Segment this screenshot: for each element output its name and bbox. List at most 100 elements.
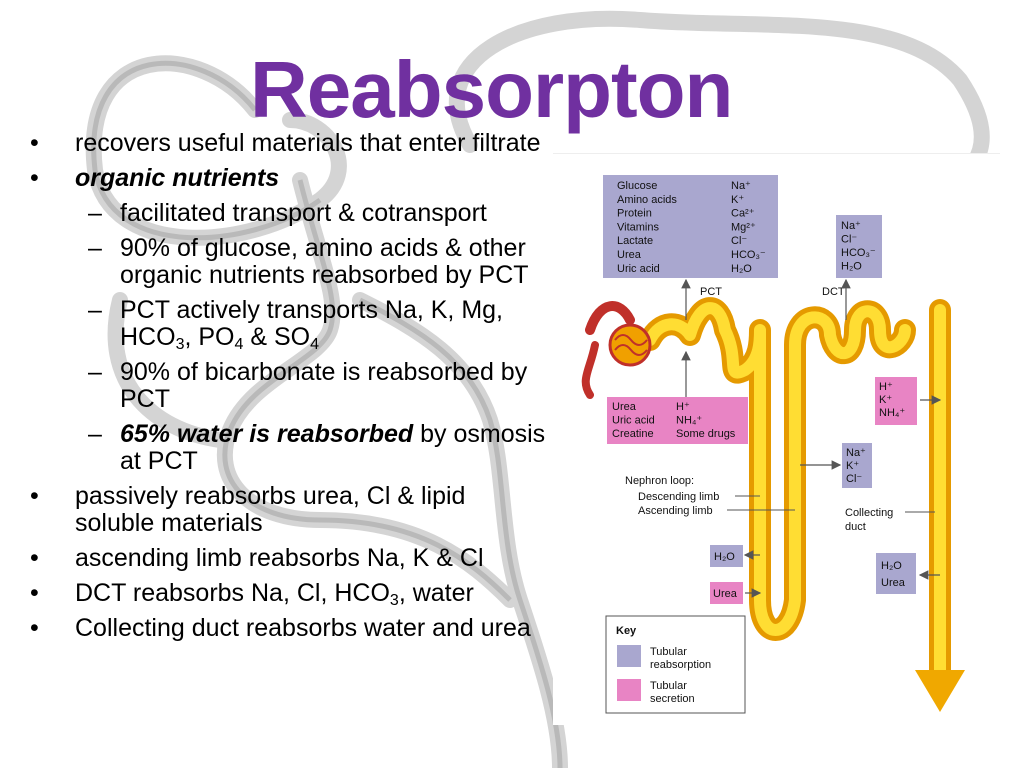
diagram-list-item: HCO₃⁻ (731, 249, 766, 261)
sub-bullet-item: – 65% water is reabsorbed by osmosis at … (30, 421, 550, 475)
loop-urea-label: Urea (713, 588, 738, 600)
sub-bullet-text: PCT actively transports Na, K, Mg, HCO3,… (120, 296, 503, 353)
diagram-list-item: Protein (617, 208, 652, 220)
key-secretion-swatch (617, 679, 641, 701)
collecting-duct-arrowhead (915, 670, 965, 712)
bullet-marker: • (30, 579, 39, 607)
dash-marker: – (88, 296, 102, 324)
key-title: Key (616, 625, 637, 637)
key-reabsorption-label-2: reabsorption (650, 659, 711, 671)
loop-urea-box (710, 582, 743, 604)
dash-marker: – (88, 420, 102, 448)
diagram-list-item: Na⁺ (841, 220, 861, 232)
pct-secretion-box (607, 397, 748, 444)
diagram-list-item: H⁺ (879, 381, 893, 393)
diagram-list-item: HCO₃⁻ (841, 247, 876, 259)
bullet-text: DCT reabsorbs Na, Cl, HCO3, water (75, 579, 474, 609)
bullet-item: • ascending limb reabsorbs Na, K & Cl (30, 545, 550, 572)
collecting-duct-label-2: duct (845, 521, 866, 533)
bullet-text: organic nutrients (75, 164, 280, 192)
bullet-marker: • (30, 164, 39, 192)
bullet-item: • passively reabsorbs urea, Cl & lipid s… (30, 483, 550, 537)
loop-water-box (710, 545, 743, 567)
key-secretion-label-2: secretion (650, 693, 695, 705)
sub-bullet-text: 90% of bicarbonate is reabsorbed by PCT (120, 358, 528, 413)
dct-reabsorption-list: Na⁺ Cl⁻HCO₃⁻ H₂O (841, 220, 876, 273)
diagram-list-item: Lactate (617, 235, 653, 247)
diagram-list-item: Vitamins (617, 221, 659, 233)
diagram-list-item: Uric acid (612, 415, 655, 427)
diagram-list-item: Cl⁻ (841, 234, 857, 246)
dct-secretion-box (875, 377, 917, 425)
bullet-text: recovers useful materials that enter fil… (75, 129, 541, 157)
diagram-list-item: H₂O (841, 261, 862, 273)
bullet-marker: • (30, 614, 39, 642)
bullet-marker: • (30, 482, 39, 510)
descending-limb-label: Descending limb (638, 491, 719, 503)
diagram-list-item: K⁺ (731, 194, 744, 206)
dct-reabsorption-box (836, 215, 882, 278)
dash-marker: – (88, 199, 102, 227)
ascending-limb-label: Ascending limb (638, 505, 713, 517)
bullet-item: • organic nutrients (30, 165, 550, 192)
loop-reabsorption-list: Na⁺K⁺Cl⁻ (846, 447, 866, 485)
diagram-list-item: Amino acids (617, 194, 677, 206)
glomerulus (608, 323, 652, 367)
diagram-list-item: Uric acid (617, 263, 660, 275)
diagram-list-item: NH₄⁺ (676, 415, 702, 427)
cd-water-label: H₂O (881, 560, 902, 572)
bullet-list: • recovers useful materials that enter f… (30, 130, 550, 650)
bullet-item: • recovers useful materials that enter f… (30, 130, 550, 157)
diagram-list-item: Urea (617, 249, 642, 261)
bullet-marker: • (30, 544, 39, 572)
pct-secretion-right-list: H⁺ NH₄⁺Some drugs (676, 401, 736, 440)
diagram-list-item: Some drugs (676, 428, 736, 440)
loop-water-label: H₂O (714, 551, 735, 563)
key-secretion-label: Tubular (650, 680, 687, 692)
bullet-item: • DCT reabsorbs Na, Cl, HCO3, water (30, 579, 550, 609)
pct-reabsorption-right-list: Na⁺ K⁺ Ca²⁺Mg²⁺ Cl⁻ HCO₃⁻ H₂O (731, 180, 766, 275)
sub-bullet-item: – 90% of bicarbonate is reabsorbed by PC… (30, 359, 550, 413)
diagram-list-item: Na⁺ (846, 447, 866, 459)
collecting-duct-label: Collecting (845, 507, 893, 519)
sub-bullet-item: – PCT actively transports Na, K, Mg, HCO… (30, 296, 550, 353)
diagram-list-item: H⁺ (676, 401, 690, 413)
sub-bullet-item: – facilitated transport & cotransport (30, 200, 550, 227)
diagram-list-item: NH₄⁺ (879, 407, 905, 419)
diagram-list-item: K⁺ (846, 460, 859, 472)
key-reabsorption-swatch (617, 645, 641, 667)
bullet-marker: • (30, 129, 39, 157)
diagram-list-item: Na⁺ (731, 180, 751, 192)
sub-bullet-text: 65% water is reabsorbed by osmosis at PC… (120, 420, 546, 475)
pct-reabsorption-box (603, 175, 778, 278)
bullet-text: Collecting duct reabsorbs water and urea (75, 614, 531, 642)
collecting-duct-box (876, 553, 916, 594)
dct-secretion-list: H⁺K⁺NH₄⁺ (879, 381, 905, 419)
pct-label: PCT (700, 286, 722, 298)
nephron-tubule (581, 297, 951, 691)
diagram-list-item: K⁺ (879, 394, 892, 406)
diagram-list-item: Cl⁻ (731, 235, 747, 247)
diagram-list-item: Creatine (612, 428, 654, 440)
cd-urea-label: Urea (881, 577, 906, 589)
sub-bullet-text: facilitated transport & cotransport (120, 199, 487, 227)
diagram-list-item: Ca²⁺ (731, 208, 755, 220)
page-title: Reabsorpton (250, 45, 733, 134)
key-reabsorption-label: Tubular (650, 646, 687, 658)
diagram-list-item: Mg²⁺ (731, 221, 756, 233)
dash-marker: – (88, 358, 102, 386)
sub-bullet-text: 90% of glucose, amino acids & other orga… (120, 234, 529, 289)
sub-bullet-item: – 90% of glucose, amino acids & other or… (30, 235, 550, 289)
loop-reabsorption-box (842, 443, 872, 488)
diagram-list-item: H₂O (731, 263, 752, 275)
diagram-list-item: Urea (612, 401, 637, 413)
dash-marker: – (88, 234, 102, 262)
bullet-text: passively reabsorbs urea, Cl & lipid sol… (75, 482, 466, 537)
bullet-item: • Collecting duct reabsorbs water and ur… (30, 615, 550, 642)
nephron-loop-label: Nephron loop: (625, 475, 694, 487)
diagram-list-item: Cl⁻ (846, 473, 862, 485)
